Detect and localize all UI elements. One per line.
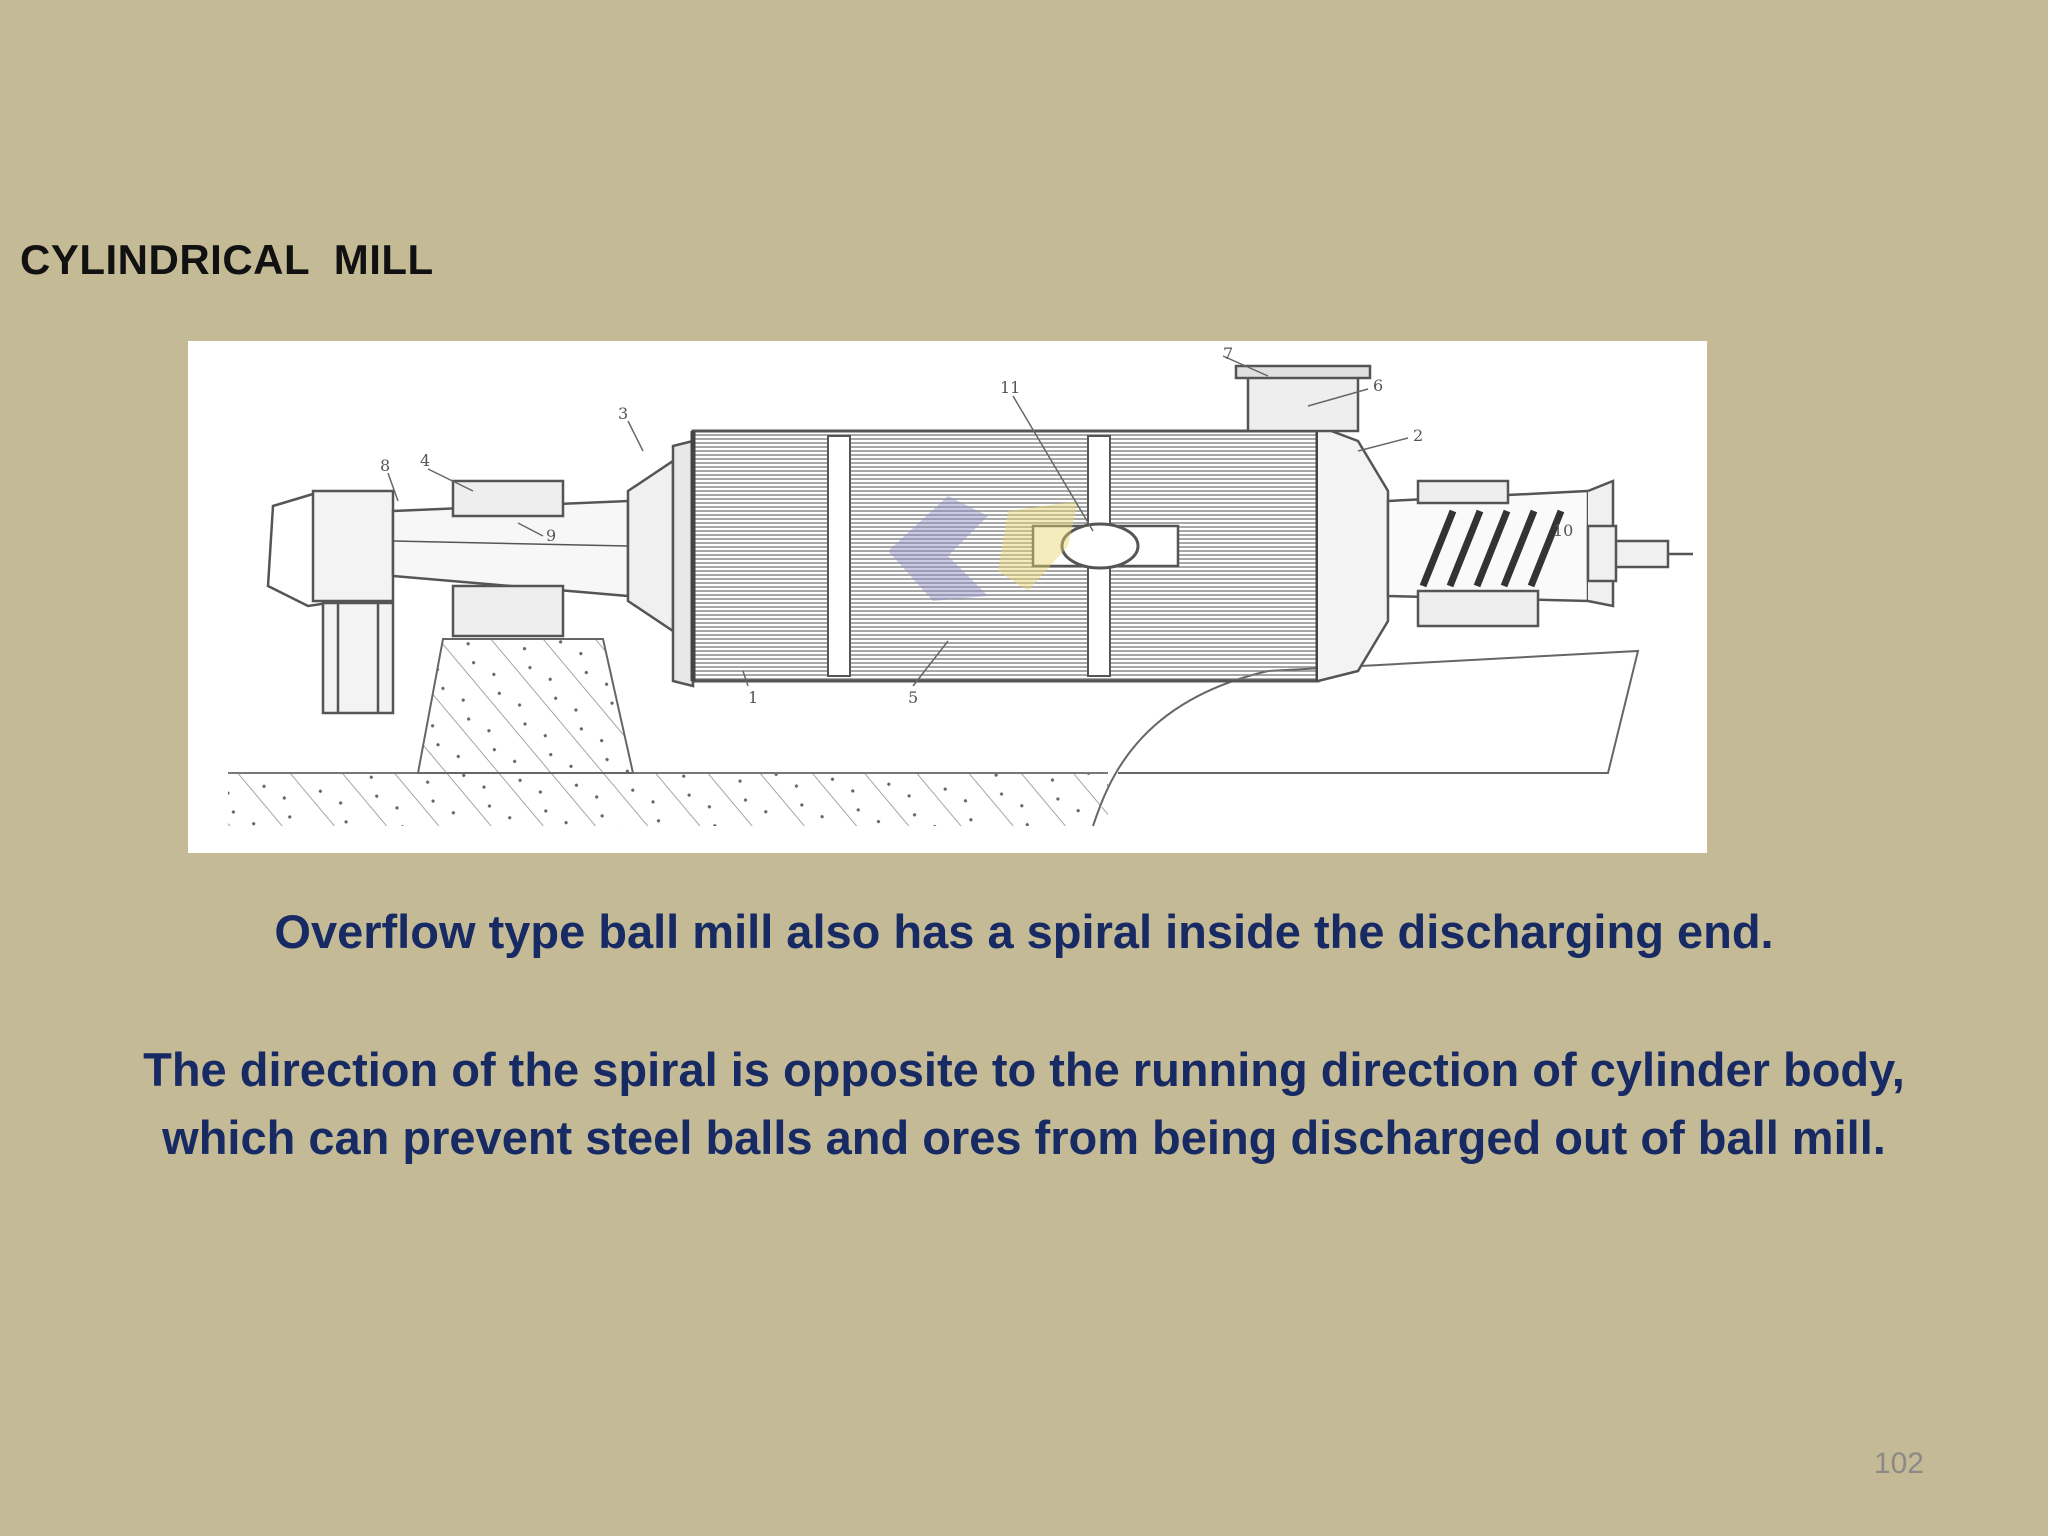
caption-spiral-statement: Overflow type ball mill also has a spira…: [0, 898, 2048, 966]
feed-end: [266, 439, 695, 715]
part-label: 5: [908, 688, 918, 707]
discharge-end: [1234, 364, 1693, 683]
part-label: 2: [1413, 426, 1423, 445]
leader-lines: [387, 355, 1409, 687]
part-label: 11: [1000, 378, 1020, 397]
caption-line: which can prevent steel balls and ores f…: [162, 1111, 1886, 1164]
part-label: 1: [748, 688, 758, 707]
ball-mill-diagram: 7 6 2 11 3 8 4 9 10 1 5: [188, 341, 1707, 853]
part-labels: 7 6 2 11 3 8 4 9 10 1 5: [380, 344, 1573, 707]
foundation: [228, 638, 1640, 827]
page-number: 102: [1873, 1447, 1924, 1480]
part-label: 7: [1223, 344, 1233, 363]
part-label: 4: [420, 451, 430, 470]
part-label: 9: [546, 526, 556, 545]
caption-text: Overflow type ball mill also has a spira…: [274, 905, 1774, 958]
part-label: 8: [380, 456, 390, 475]
caption-spiral-explanation: The direction of the spiral is opposite …: [0, 1036, 2048, 1172]
caption-line: The direction of the spiral is opposite …: [143, 1043, 1905, 1096]
part-label: 6: [1373, 376, 1383, 395]
slide-title: CYLINDRICAL MILL: [20, 236, 434, 283]
part-label: 10: [1553, 521, 1573, 540]
part-label: 3: [618, 404, 628, 423]
mill-cylinder: [690, 429, 1321, 683]
discharge-spiral: [1419, 509, 1565, 588]
